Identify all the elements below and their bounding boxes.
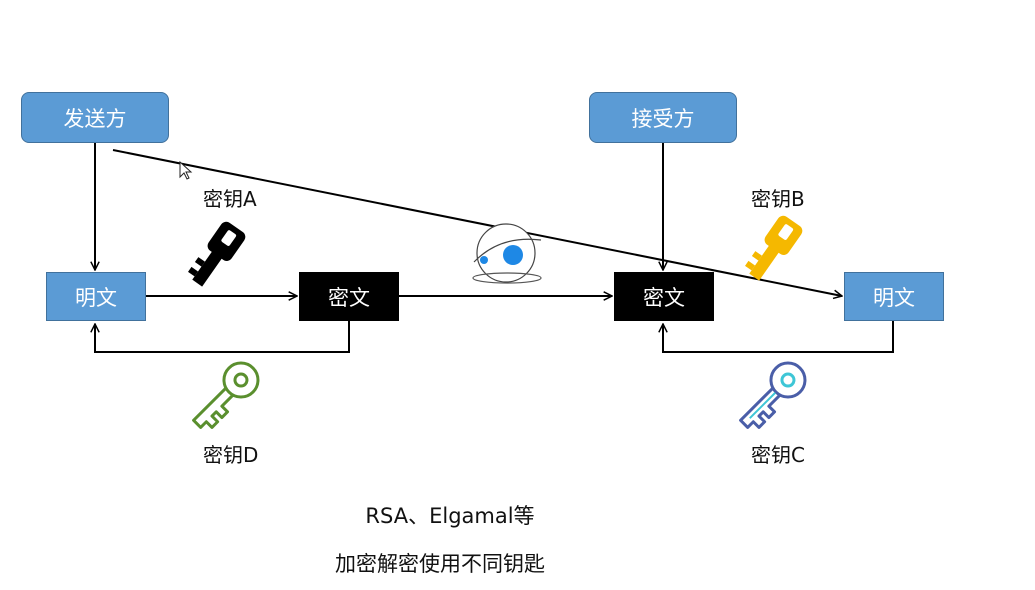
plaintext-left-box: 明文 xyxy=(46,272,146,321)
key-c-icon xyxy=(739,361,807,429)
ciphertext-left-label: 密文 xyxy=(328,285,370,310)
ciphertext-right-label: 密文 xyxy=(643,285,685,310)
arrow-left-loop xyxy=(95,321,350,353)
ciphertext-right-box: 密文 xyxy=(614,272,714,321)
ciphertext-left-box: 密文 xyxy=(299,272,399,321)
key-d-label: 密钥D xyxy=(203,443,259,467)
key-a-label: 密钥A xyxy=(203,187,257,211)
arrow-right-loop xyxy=(663,321,894,353)
network-orbit-icon xyxy=(472,223,542,284)
plaintext-right-label: 明文 xyxy=(873,285,915,310)
plaintext-right-box: 明文 xyxy=(844,272,944,321)
plaintext-left-label: 明文 xyxy=(75,285,117,310)
receiver-label: 接受方 xyxy=(631,106,695,131)
algorithms-note: RSA、Elgamal等 xyxy=(365,504,535,528)
key-b-label: 密钥B xyxy=(751,187,805,211)
key-a-icon xyxy=(188,221,246,287)
mouse-cursor-icon xyxy=(179,160,193,180)
key-b-icon xyxy=(745,215,803,281)
key-d-icon xyxy=(192,361,260,429)
key-c-label: 密钥C xyxy=(751,443,805,467)
sender-box: 发送方 xyxy=(21,92,169,143)
description-note: 加密解密使用不同钥匙 xyxy=(335,552,545,576)
arrow-diagonal xyxy=(112,149,842,296)
sender-label: 发送方 xyxy=(63,106,127,131)
receiver-box: 接受方 xyxy=(589,92,737,143)
